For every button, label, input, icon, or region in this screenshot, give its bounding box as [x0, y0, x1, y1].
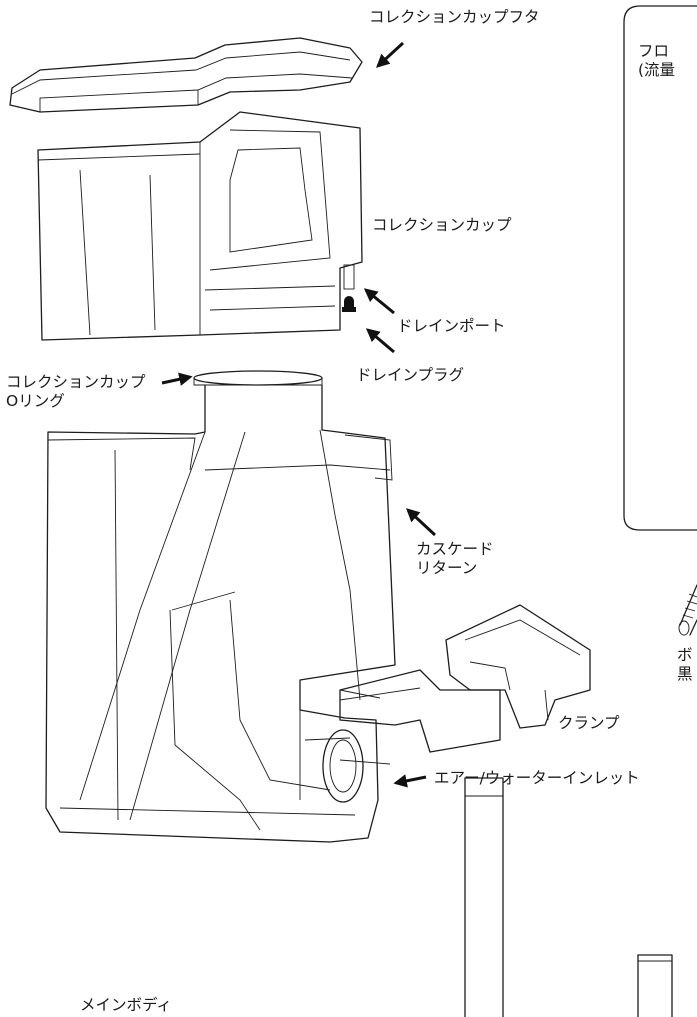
label-clamp: クランプ: [558, 714, 620, 732]
collection-cup-o-ring: [193, 370, 323, 386]
arrow-cascade-return: [406, 508, 437, 537]
arrow-lid: [376, 41, 405, 68]
cascade-return-spout: [339, 669, 501, 753]
label-bolt: ボ 黒: [677, 646, 693, 685]
arrow-drain-plug: [365, 328, 395, 354]
label-flow-box-line2: (流量: [638, 61, 676, 80]
tube-left: [464, 777, 504, 1017]
label-main-body: メインボディ: [80, 996, 172, 1014]
label-collection-cup: コレクションカップ: [372, 216, 512, 234]
label-flow-box-line1: フロ: [638, 42, 670, 60]
tube-right: [637, 954, 673, 1017]
clamp: [445, 604, 591, 729]
arrow-drain-port: [363, 288, 395, 315]
label-bolt-line2: 黒: [677, 665, 693, 684]
arrow-inlet: [393, 774, 427, 788]
label-drain-port: ドレインポート: [397, 317, 506, 335]
label-o-ring-line1: コレクションカップ: [6, 373, 146, 391]
label-air-water-inlet: エアー/ウォーターインレット: [434, 769, 640, 787]
collection-cup: [37, 111, 363, 341]
collection-cup-lid: [9, 37, 363, 113]
label-collection-cup-lid: コレクションカップフタ: [369, 8, 540, 26]
label-bolt-line1: ボ: [677, 646, 693, 664]
flow-info-box: [623, 5, 697, 531]
main-body: [45, 384, 396, 843]
label-cascade-return: カスケード リターン: [416, 540, 494, 579]
arrow-o-ring: [161, 372, 193, 386]
leader-arrows: [161, 41, 437, 788]
label-flow-box: フロ (流量: [638, 42, 675, 81]
label-o-ring: コレクションカップ Oリング: [6, 373, 146, 412]
label-drain-plug: ドレインプラグ: [356, 366, 465, 384]
label-cascade-return-line2: リターン: [416, 559, 478, 578]
label-cascade-return-line1: カスケード: [416, 540, 494, 558]
label-o-ring-line2: Oリング: [6, 392, 65, 411]
bolt-icon: [678, 584, 697, 636]
